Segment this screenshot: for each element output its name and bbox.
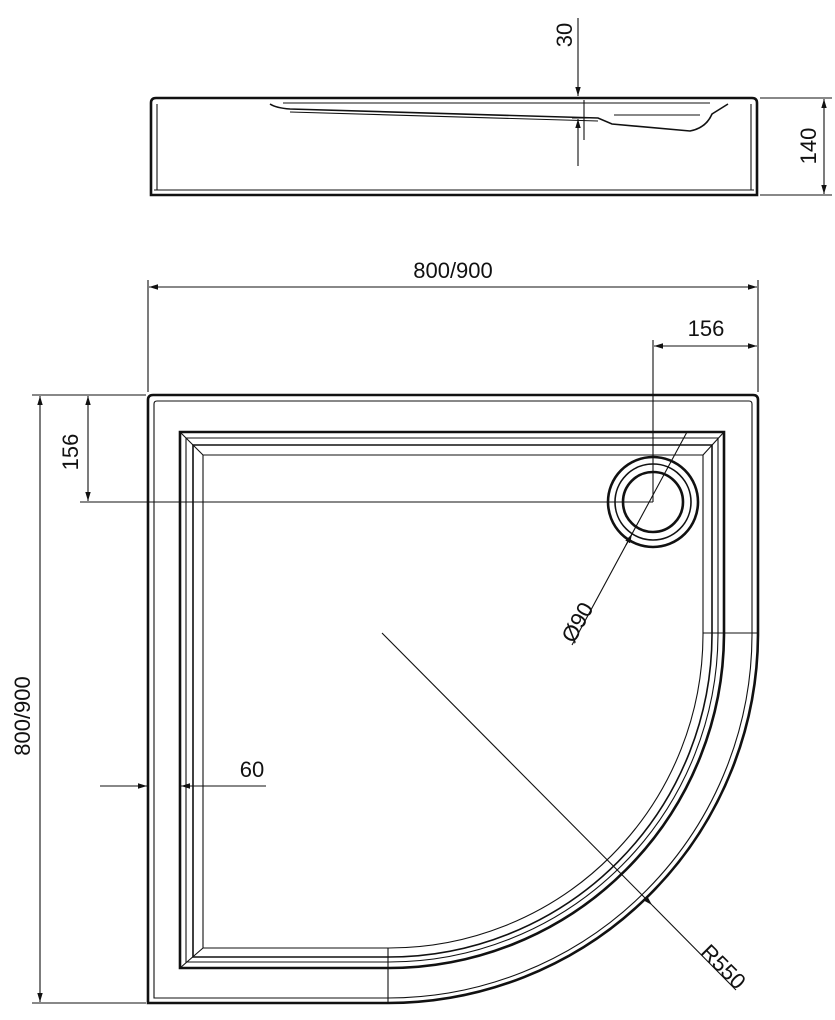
side-view <box>149 96 759 197</box>
dimension-tray-height: 140 <box>760 97 832 196</box>
tray-rim-outline <box>178 430 726 970</box>
basin-corner-bottom-left <box>179 947 204 969</box>
side-view-outline <box>149 96 759 197</box>
tray-basin-outline <box>192 444 713 958</box>
dim-156y-label: 156 <box>58 434 83 471</box>
dimension-lip-height: 30 <box>552 18 598 166</box>
dim-radius-leader <box>381 632 653 906</box>
tray-basin-inner-line <box>202 454 704 949</box>
dim-depth-label: 800/900 <box>10 676 35 756</box>
dim-width-label: 800/900 <box>413 258 493 283</box>
dimension-rim-width: 60 <box>100 757 266 789</box>
dimension-width: 800/900 <box>147 258 759 392</box>
tray-outer-outline <box>146 393 760 1005</box>
top-view <box>146 393 760 1005</box>
dim-diameter-arrow <box>625 533 633 546</box>
dim-30-label: 30 <box>552 23 577 47</box>
basin-corner-top-left <box>179 431 204 456</box>
dimension-radius: R550 <box>381 632 751 994</box>
dimension-drain-offset-x: 156 <box>652 316 757 502</box>
dim-140-label: 140 <box>796 128 821 165</box>
dimension-drain-offset-y: 156 <box>58 394 653 503</box>
basin-corner-top-right <box>702 431 725 456</box>
side-view-basin-profile <box>269 103 729 132</box>
dim-diameter-label: Ø90 <box>556 598 598 646</box>
dim-156x-label: 156 <box>688 316 725 341</box>
dim-radius-tail <box>651 904 737 991</box>
side-view-floor-line <box>289 111 599 122</box>
tray-outer-inner-line <box>153 400 753 999</box>
dimension-depth: 800/900 <box>10 394 146 1004</box>
tray-rim-inner-line <box>185 437 719 963</box>
dim-radius-label: R550 <box>696 939 751 994</box>
dim-60-label: 60 <box>240 757 264 782</box>
dimension-drain-diameter: Ø90 <box>556 431 688 647</box>
